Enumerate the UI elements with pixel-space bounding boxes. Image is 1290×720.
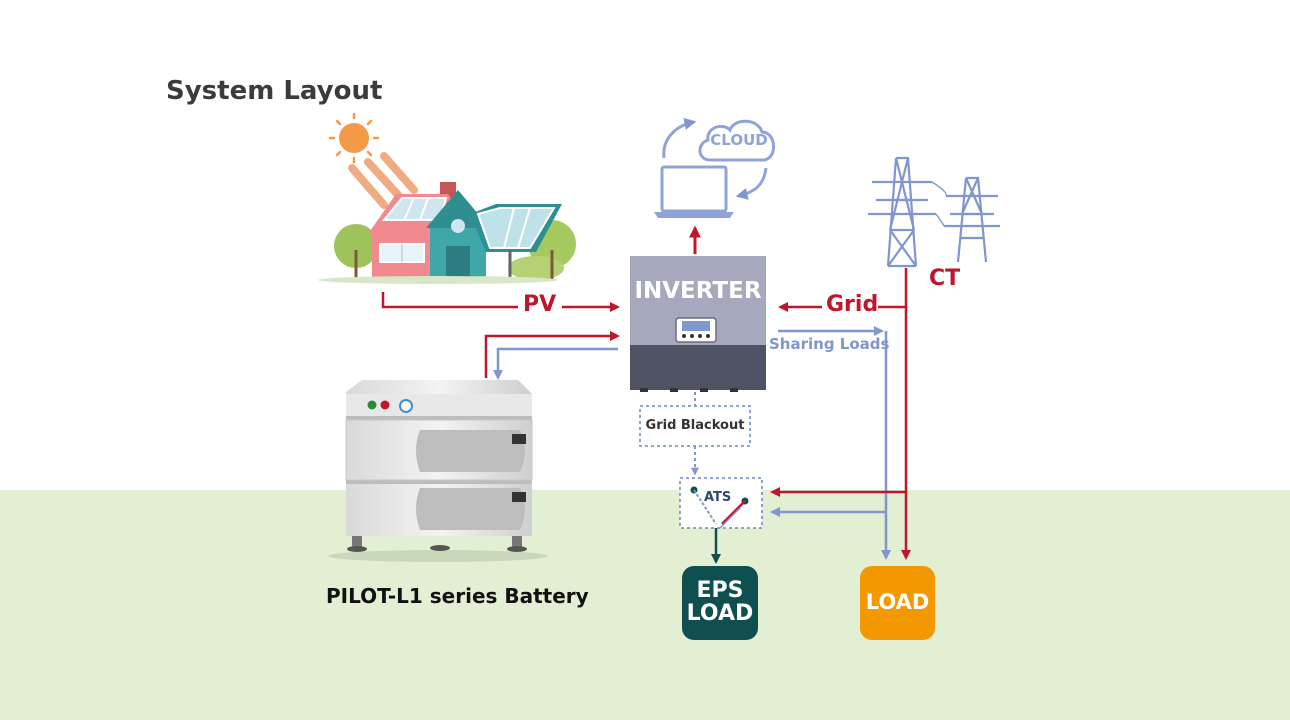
transmission-tower-icon — [868, 156, 1000, 268]
battery-icon — [328, 380, 548, 562]
inverter-icon — [630, 256, 766, 392]
ats-label: ATS — [704, 490, 732, 505]
eps-load-label-line1: EPS — [696, 578, 744, 603]
pv-line — [381, 292, 518, 309]
grid-blackout-label: Grid Blackout — [645, 418, 745, 433]
eps-load-label-line2: LOAD — [686, 601, 754, 627]
house-solar-icon — [318, 182, 576, 284]
sharing-loads-label: Sharing Loads — [769, 335, 890, 353]
ats-switch-icon — [679, 477, 763, 529]
load-label: LOAD — [865, 590, 930, 614]
ct-label: CT — [929, 266, 961, 291]
grid-label: Grid — [826, 292, 879, 317]
eps-load-label: EPS LOAD — [682, 579, 758, 625]
eps-load-box — [682, 566, 758, 640]
battery-discharge-line — [484, 331, 620, 378]
grid-blackout-box — [639, 405, 751, 447]
inverter-label: INVERTER — [634, 278, 762, 304]
page-title: System Layout — [166, 76, 383, 106]
battery-caption: PILOT-L1 series Battery — [326, 584, 589, 608]
cloud-icon — [662, 118, 775, 200]
sun-icon — [328, 112, 418, 209]
load-box — [860, 566, 935, 640]
laptop-icon — [654, 165, 734, 218]
battery-charge-line — [493, 347, 618, 380]
pv-label: PV — [523, 292, 557, 317]
cloud-label: CLOUD — [710, 131, 768, 149]
ground-background — [0, 490, 1290, 720]
